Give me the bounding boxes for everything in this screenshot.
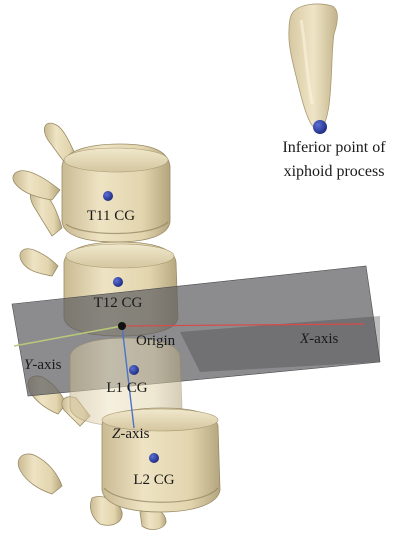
xiphoid-label-line2: xiphoid process: [284, 163, 385, 180]
origin-point: [118, 322, 126, 330]
y-axis-suffix: -axis: [32, 357, 61, 373]
l1-cg-label: L1 CG: [106, 380, 147, 396]
l2-cg-marker: [149, 453, 159, 463]
t11-cg-marker: [103, 191, 113, 201]
xiphoid-process: [289, 4, 338, 129]
y-axis-label: Y-axis: [24, 357, 62, 373]
l1-cg-marker: [129, 365, 139, 375]
z-axis-label: Z-axis: [112, 426, 150, 442]
origin-label: Origin: [136, 333, 176, 349]
z-axis-suffix: -axis: [120, 426, 149, 442]
t11-cg-label: T11 CG: [87, 208, 135, 224]
vertebra-l2: [102, 408, 220, 512]
t12-cg-label: T12 CG: [94, 295, 143, 311]
vertebra-t11: [62, 144, 170, 242]
xiphoid-marker: [313, 120, 327, 134]
t12-cg-marker: [113, 277, 123, 287]
xiphoid-label-line1: Inferior point of: [282, 139, 386, 156]
x-axis-suffix: -axis: [309, 331, 338, 347]
x-axis-label: X-axis: [299, 331, 338, 347]
l2-cg-label: L2 CG: [133, 472, 174, 488]
